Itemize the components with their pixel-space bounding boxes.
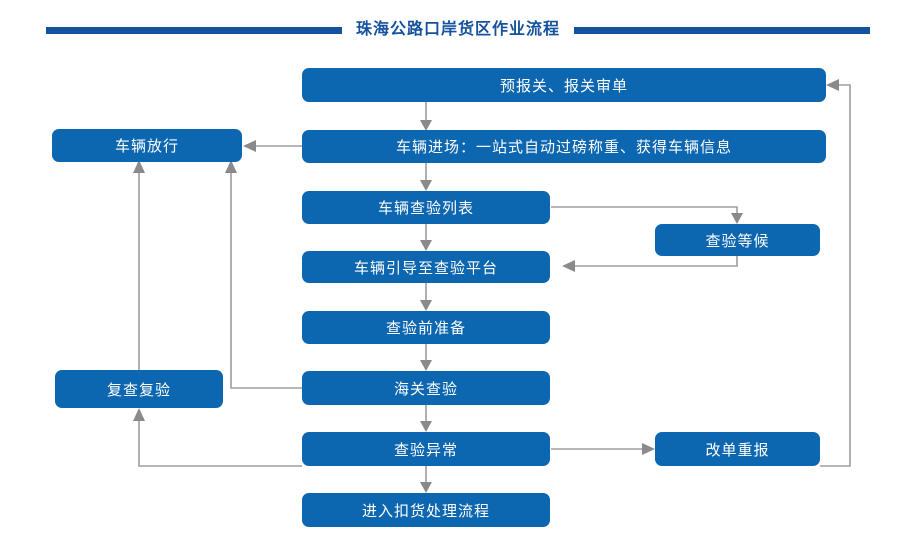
node-inspection-list[interactable]: 车辆查验列表 [302, 191, 550, 224]
node-label: 车辆进场：一站式自动过磅称重、获得车辆信息 [395, 139, 732, 156]
node-label: 查验异常 [393, 441, 458, 459]
node-label: 查验等候 [705, 232, 770, 250]
edge-abnormal-to-recheck [138, 420, 302, 467]
node-customs-inspection[interactable]: 海关查验 [302, 371, 550, 405]
node-label: 查验前准备 [385, 320, 466, 337]
node-label: 预报关、报关审单 [499, 77, 628, 95]
node-label: 海关查验 [393, 380, 458, 398]
arrowhead-inspection-list [420, 180, 432, 191]
node-label: 进入扣货处理流程 [361, 502, 490, 520]
arrowhead-inspection-waiting [731, 213, 743, 224]
node-label: 改单重报 [705, 441, 770, 459]
arrowhead-amend-redeclare [642, 443, 655, 455]
node-amend-redeclare[interactable]: 改单重报 [655, 432, 820, 466]
node-guide-to-platform[interactable]: 车辆引导至查验平台 [302, 251, 550, 283]
arrowhead-recheck [133, 408, 145, 421]
edge-customs-inspection-to-release [230, 172, 302, 389]
node-vehicle-entry[interactable]: 车辆进场：一站式自动过磅称重、获得车辆信息 [302, 130, 826, 163]
arrowhead-pre-inspection-prep [420, 300, 432, 311]
node-detention-process[interactable]: 进入扣货处理流程 [302, 493, 550, 527]
node-label: 车辆引导至查验平台 [353, 259, 498, 277]
edge-inspection-list-to-waiting [551, 206, 738, 217]
node-pre-declaration[interactable]: 预报关、报关审单 [302, 68, 826, 102]
node-label: 车辆放行 [114, 138, 179, 155]
title-rule-right [574, 26, 870, 34]
node-vehicle-release[interactable]: 车辆放行 [52, 129, 242, 162]
arrowhead-detention-process [420, 482, 432, 493]
node-recheck[interactable]: 复查复验 [55, 370, 223, 408]
title-rule-left [45, 26, 342, 34]
arrowhead-guide-platform-top [420, 240, 432, 251]
node-pre-inspection-prep[interactable]: 查验前准备 [302, 311, 550, 344]
chart-title-row: 珠海公路口岸货区作业流程 [0, 16, 916, 44]
arrowhead-guide-platform-side [562, 260, 575, 272]
arrowhead-inspection-abnormal [420, 421, 432, 432]
page-title: 珠海公路口岸货区作业流程 [355, 21, 560, 38]
arrowhead-pre-declaration [826, 79, 839, 91]
node-inspection-abnormal[interactable]: 查验异常 [302, 432, 550, 466]
node-label: 复查复验 [106, 381, 171, 399]
arrowhead-customs-inspection [420, 360, 432, 371]
node-label: 车辆查验列表 [377, 200, 474, 217]
edge-waiting-to-guide-platform [573, 256, 738, 267]
arrowhead-vehicle-release-1 [243, 140, 256, 152]
node-inspection-waiting[interactable]: 查验等候 [655, 224, 820, 256]
